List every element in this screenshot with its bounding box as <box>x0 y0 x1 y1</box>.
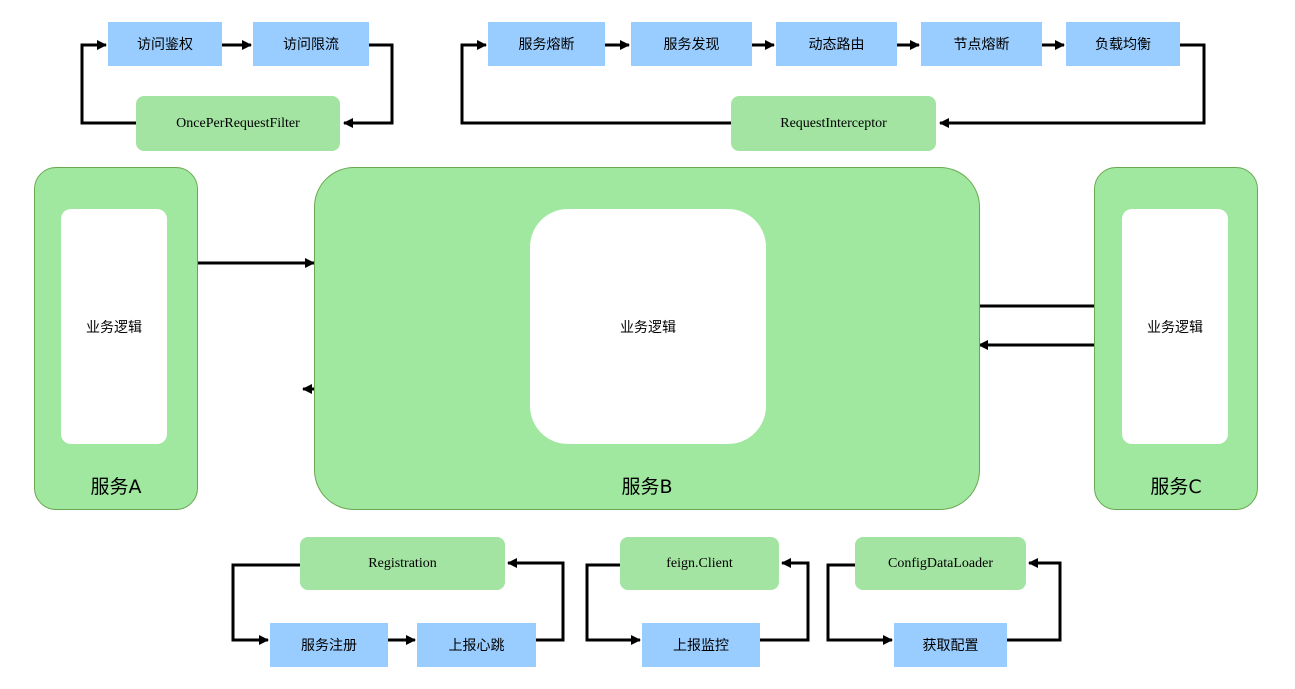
arrow-fetch-to-config <box>1007 558 1062 642</box>
step-service-register: 服务注册 <box>270 623 388 667</box>
step-report-heartbeat: 上报心跳 <box>417 623 536 667</box>
arrow-config-to-fetch <box>826 563 893 645</box>
feign-client-box: feign.Client <box>620 537 779 590</box>
config-loader-box: ConfigDataLoader <box>855 537 1026 590</box>
arrow-registration-to-register <box>231 563 300 645</box>
step-node-breaker: 节点熔断 <box>921 22 1042 66</box>
service-a-logic: 业务逻辑 <box>61 209 167 444</box>
service-b-label: 服务B <box>621 476 673 498</box>
filter-box: OncePerRequestFilter <box>136 96 340 151</box>
step-load-balance: 负载均衡 <box>1066 22 1180 66</box>
registration-box: Registration <box>300 537 505 590</box>
service-c-logic: 业务逻辑 <box>1122 209 1228 444</box>
step-circuit-breaker: 服务熔断 <box>488 22 605 66</box>
arrow-filter-to-auth <box>80 40 136 125</box>
step-report-monitor: 上报监控 <box>642 623 760 667</box>
step-service-discovery: 服务发现 <box>631 22 752 66</box>
arrow-ratelimit-to-filter <box>343 43 394 128</box>
arrow-heartbeat-to-registration <box>507 558 565 642</box>
arrow-monitor-to-feign <box>760 558 810 642</box>
arrow-interceptor-to-circuitbreak <box>460 40 731 125</box>
service-a-label: 服务A <box>90 476 142 498</box>
step-dynamic-routing: 动态路由 <box>776 22 897 66</box>
service-b-logic: 业务逻辑 <box>530 209 766 444</box>
interceptor-box: RequestInterceptor <box>731 96 936 151</box>
arrow-feign-to-monitor <box>585 563 641 645</box>
step-access-auth: 访问鉴权 <box>108 22 222 66</box>
arrow-loadbalance-to-interceptor <box>939 43 1206 128</box>
service-c-label: 服务C <box>1150 476 1202 498</box>
step-fetch-config: 获取配置 <box>894 623 1007 667</box>
step-access-ratelimit: 访问限流 <box>253 22 369 66</box>
